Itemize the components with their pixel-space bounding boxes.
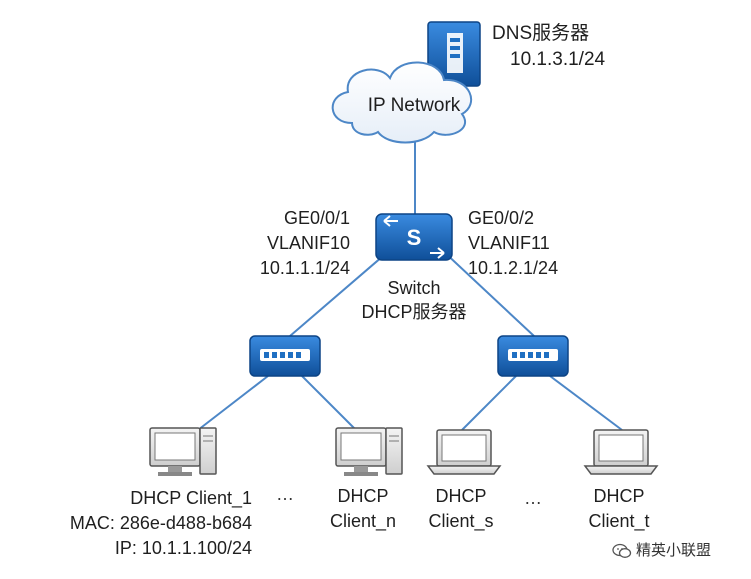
left-port-vlan: VLANIF10	[266, 233, 350, 253]
link-righthub-clients	[461, 375, 517, 431]
client-t-line1: DHCP	[593, 486, 645, 506]
link-switch-right-hub	[441, 249, 535, 337]
link-switch-left-hub	[289, 249, 391, 337]
client-n-desktop-icon	[335, 427, 403, 476]
client-s-laptop-icon	[426, 429, 502, 475]
client-1-ip: IP: 10.1.1.100/24	[114, 538, 252, 558]
left-hub-icon	[249, 335, 321, 377]
client-1-mac: MAC: 286e-d488-b684	[69, 513, 252, 533]
switch-name: Switch	[387, 278, 441, 298]
client-t-line2: Client_t	[588, 511, 650, 531]
left-port-name: GE0/0/1	[283, 208, 350, 228]
right-port-ip: 10.1.2.1/24	[468, 258, 559, 278]
dns-server-ip: 10.1.3.1/24	[510, 49, 606, 70]
client-s-line1: DHCP	[435, 486, 487, 506]
watermark: 精英小联盟	[612, 539, 711, 560]
ip-network-cloud-icon	[331, 61, 473, 144]
left-ellipsis: …	[276, 484, 296, 504]
left-port-ip: 10.1.1.1/24	[259, 258, 350, 278]
link-righthub-clientt	[549, 375, 623, 431]
client-t-laptop-icon	[583, 429, 659, 475]
client-n-line2: Client_n	[329, 511, 397, 531]
cloud-label: IP Network	[367, 95, 461, 116]
link-lefthub-client1	[197, 375, 269, 431]
client-1-name: DHCP Client_1	[130, 488, 252, 508]
dns-server-title: DNS服务器	[492, 23, 590, 44]
right-ellipsis: …	[524, 488, 544, 508]
client-n-line1: DHCP	[337, 486, 389, 506]
switch-role: DHCP服务器	[361, 302, 467, 322]
client-s-line2: Client_s	[428, 511, 494, 531]
connection-lines	[197, 69, 623, 431]
client-1-desktop-icon	[149, 427, 217, 476]
watermark-text: 精英小联盟	[636, 542, 712, 559]
wechat-icon	[612, 543, 632, 558]
right-hub-icon	[497, 335, 569, 377]
dns-server-icon	[427, 21, 481, 87]
switch-symbol: S	[407, 225, 422, 250]
right-port-name: GE0/0/2	[468, 208, 535, 228]
switch-icon: S	[375, 213, 453, 261]
link-lefthub-clientn	[301, 375, 357, 431]
right-port-vlan: VLANIF11	[468, 233, 550, 253]
